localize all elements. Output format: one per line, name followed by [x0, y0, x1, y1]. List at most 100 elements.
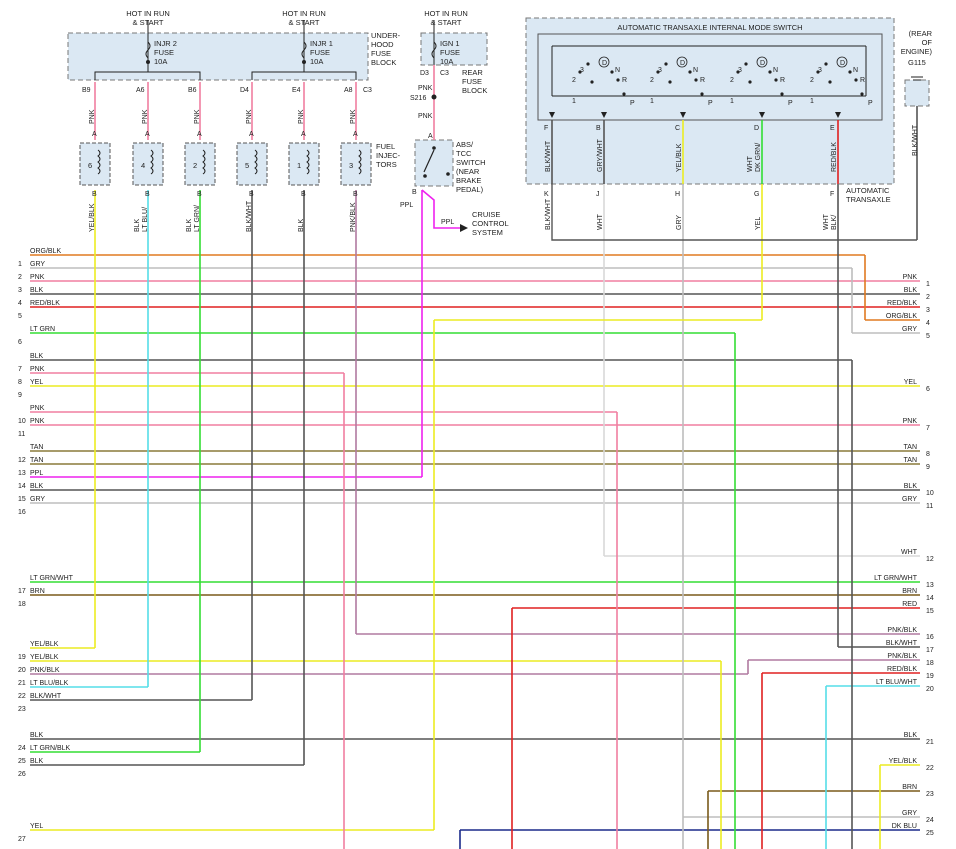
contact-dot — [688, 70, 692, 74]
drive-letter: D — [840, 60, 845, 67]
right-row-number: 22 — [926, 765, 934, 772]
hot-in-run-label: HOT IN RUN& START — [126, 9, 170, 27]
left-row-label: LT GRN — [30, 326, 55, 333]
left-row-label: ORG/BLK — [30, 248, 61, 255]
right-row-label: LT GRN/WHT — [874, 575, 918, 582]
contact-dot — [590, 80, 594, 84]
right-row-label: RED/BLK — [887, 300, 917, 307]
left-row-label: YEL/BLK — [30, 654, 59, 661]
inner-pin: D — [754, 125, 759, 132]
drive-circle-icon — [598, 56, 610, 68]
fuel-injector — [184, 142, 216, 186]
contact-dot — [816, 70, 820, 74]
switch-pin-a: A — [428, 133, 433, 140]
drive-letter: D — [760, 60, 765, 67]
left-row-number: 26 — [18, 771, 26, 778]
left-row-label: BLK/WHT — [30, 693, 62, 700]
pin-a-label: A — [249, 131, 254, 138]
fuel-injector — [236, 142, 268, 186]
left-row-label: PPL — [30, 470, 43, 477]
left-row-label: GRY — [30, 261, 45, 268]
rear-pnk-label: PNK — [418, 85, 433, 92]
right-row-label: BRN — [902, 784, 917, 791]
switch-pin-b: B — [412, 189, 417, 196]
left-row-number: 4 — [18, 300, 22, 307]
inner-pin: C — [675, 125, 680, 132]
blkwht-ground — [551, 184, 917, 241]
right-row-number: 2 — [926, 294, 930, 301]
right-row-label: BLK — [904, 732, 918, 739]
injector-number: 1 — [297, 161, 301, 170]
contact-dot — [622, 92, 626, 96]
outer-wire-label: GRY — [676, 215, 683, 230]
contact-dot — [586, 62, 590, 66]
right-row-number: 20 — [926, 686, 934, 693]
injector-number: 4 — [141, 161, 145, 170]
switch-in-wire: PNK — [418, 113, 433, 120]
mode-switch-contacts — [551, 45, 867, 97]
pin-a-label: A — [197, 131, 202, 138]
drive-letter: D — [602, 60, 607, 67]
fuse-pin-label: A6 — [136, 87, 145, 94]
fuse-pin-label: C3 — [363, 87, 372, 94]
contact-1: 1 — [730, 98, 734, 105]
contact-dot — [694, 78, 698, 82]
left-row-number: 13 — [18, 470, 26, 477]
contact-1: 1 — [810, 98, 814, 105]
pin-b-label: B — [301, 191, 306, 198]
outer-wire-label: WHT — [597, 213, 604, 230]
right-row-number: 21 — [926, 739, 934, 746]
drive-circle-icon — [836, 56, 848, 68]
left-row-label: LT GRN/WHT — [30, 575, 74, 582]
injector-top-wire: PNK — [246, 109, 253, 124]
right-row-label: PNK/BLK — [887, 653, 917, 660]
contact-dot — [780, 92, 784, 96]
contact-dot — [744, 62, 748, 66]
left-row-label: GRY — [30, 496, 45, 503]
right-row-number: 23 — [926, 791, 934, 798]
left-row-label: BLK — [30, 483, 44, 490]
injector-bottom-wire: LT BLU/BLK — [134, 207, 149, 232]
left-row-label: RED/BLK — [30, 300, 60, 307]
pin-b-label: B — [92, 191, 97, 198]
left-row-label: BLK — [30, 758, 44, 765]
outer-wire-label: BLK/WHT — [545, 198, 552, 230]
outer-wire-label: BLK/WHT — [823, 213, 838, 230]
junction-dot — [146, 60, 150, 64]
pin-a-label: A — [92, 131, 97, 138]
contact-dot — [578, 70, 582, 74]
arrow-icon — [460, 224, 468, 232]
pin-b-label: B — [249, 191, 254, 198]
left-row-number: 14 — [18, 483, 26, 490]
left-row-label: TAN — [30, 457, 43, 464]
rear-pin-label: C3 — [440, 70, 449, 77]
right-row-label: BRN — [902, 588, 917, 595]
contact-n: N — [693, 67, 698, 74]
coil-icon — [150, 149, 154, 175]
injector-top-wire: PNK — [142, 109, 149, 124]
contact-3: 3 — [818, 67, 822, 74]
rear-pin-label: D3 — [420, 70, 429, 77]
fuse-icon — [301, 41, 307, 59]
cruise-wire: PPL — [441, 219, 454, 226]
ground-label: G115 — [908, 58, 926, 67]
inner-wire-label: GRY/WHT — [597, 138, 604, 172]
coil-icon — [254, 149, 258, 175]
left-row-number: 9 — [18, 392, 22, 399]
left-row-label: PNK — [30, 405, 45, 412]
right-row-number: 15 — [926, 608, 934, 615]
right-row-label: GRY — [902, 810, 917, 817]
ppl-cruise — [421, 189, 460, 229]
right-row-label: WHT — [901, 549, 918, 556]
outer-pin: H — [675, 191, 680, 198]
contact-r: R — [622, 77, 627, 84]
injector-bottom-wire: BLK — [298, 218, 305, 232]
pin-a-label: A — [353, 131, 358, 138]
fuse-icon — [431, 41, 437, 59]
pin-a-label: A — [145, 131, 150, 138]
contact-p: P — [788, 100, 793, 107]
contact-3: 3 — [738, 67, 742, 74]
right-row-label: BLK/WHT — [886, 640, 918, 647]
